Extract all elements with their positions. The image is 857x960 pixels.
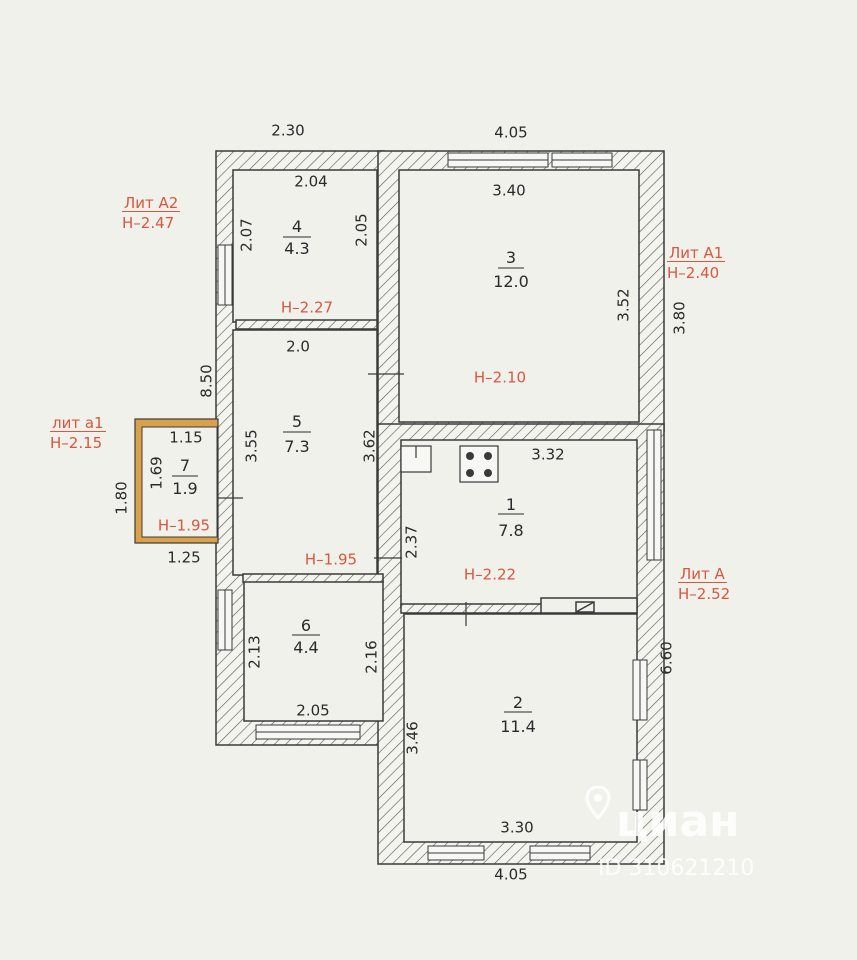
dim-room3-width: 3.40 [492, 181, 526, 200]
lit-a2-label: Лит А2 Н–2.47 [122, 194, 181, 232]
dim-room2-height: 3.46 [403, 721, 422, 755]
room-7-number: 7 [179, 456, 191, 475]
dim-bottom-outer: 4.05 [494, 865, 528, 884]
dim-room7-outer-height: 1.80 [112, 481, 131, 515]
room-2-number: 2 [512, 693, 524, 712]
lit-a1-small-name: лит а1 [50, 414, 106, 432]
lit-a2-height: Н–2.47 [122, 214, 175, 232]
dim-room7-width-top: 1.15 [169, 428, 203, 447]
lit-a1-small-label: лит а1 Н–2.15 [50, 416, 106, 451]
sink [400, 445, 432, 473]
lit-a1-name: Лит А1 [667, 244, 726, 262]
room-5-area: 7.3 [284, 437, 310, 456]
dim-room3-height: 3.52 [614, 288, 633, 322]
height-room7: H–1.95 [157, 516, 211, 535]
dim-left-outer: 8.50 [197, 364, 216, 398]
dim-room6-width: 2.05 [296, 701, 330, 720]
lit-a2-name: Лит А2 [122, 194, 181, 212]
lit-a1-label: Лит А1 Н–2.40 [667, 244, 726, 282]
room-4-area: 4.3 [284, 239, 310, 258]
annex-room-7 [134, 418, 219, 544]
room-3-area: 12.0 [493, 272, 529, 291]
room-6-number: 6 [300, 616, 312, 635]
dim-room5-width: 2.0 [286, 337, 310, 356]
height-room1: H–2.22 [463, 565, 517, 584]
room-6-area: 4.4 [293, 638, 319, 657]
dim-room6-height-left: 2.13 [245, 635, 264, 669]
dim-room2-width: 3.30 [500, 818, 534, 837]
dim-room6-height-right: 2.16 [362, 640, 381, 674]
room-interiors [232, 169, 640, 843]
lit-a-name: Лит А [678, 565, 727, 583]
dim-right-outer-top: 3.80 [670, 301, 689, 335]
dim-top-left-outer: 2.30 [271, 121, 305, 140]
dim-room1-width: 3.32 [531, 445, 565, 464]
partitions [235, 319, 638, 614]
door-marks [217, 373, 467, 626]
dim-room4-width: 2.04 [294, 172, 328, 191]
room-number-underlines [172, 236, 532, 713]
dim-room1-height: 2.37 [402, 525, 421, 559]
room-5-number: 5 [291, 412, 303, 431]
height-room4: H–2.27 [280, 298, 334, 317]
dim-room7-outer-width: 1.25 [167, 548, 201, 567]
dim-room4-height-right: 2.05 [352, 213, 371, 247]
lit-a1-small-height: Н–2.15 [50, 434, 103, 452]
room-2-area: 11.4 [500, 717, 536, 736]
room-1-number: 1 [505, 495, 517, 514]
dim-room4-height-left: 2.07 [237, 218, 256, 252]
dim-room5-height-right: 3.62 [360, 429, 379, 463]
windows [217, 152, 662, 861]
room-3-number: 3 [505, 248, 517, 267]
dim-top-right-outer: 4.05 [494, 123, 528, 142]
lit-a-height: Н–2.52 [678, 585, 731, 603]
cian-pin-icon [585, 786, 611, 820]
room-1-area: 7.8 [498, 521, 524, 540]
height-room3: H–2.10 [473, 368, 527, 387]
height-room5: H–1.95 [304, 550, 358, 569]
room-4-number: 4 [291, 217, 303, 236]
dim-right-outer-bottom: 6.60 [657, 641, 676, 675]
stove-icon [459, 445, 499, 483]
watermark-id: ID 310621210 [598, 856, 755, 881]
room-7-area: 1.9 [172, 479, 198, 498]
lit-a1-height: Н–2.40 [667, 264, 720, 282]
dim-room7-height: 1.69 [147, 456, 166, 490]
dim-room5-height-left: 3.55 [242, 429, 261, 463]
lit-a-label: Лит А Н–2.52 [678, 567, 730, 602]
watermark-brand: циан [616, 796, 740, 847]
